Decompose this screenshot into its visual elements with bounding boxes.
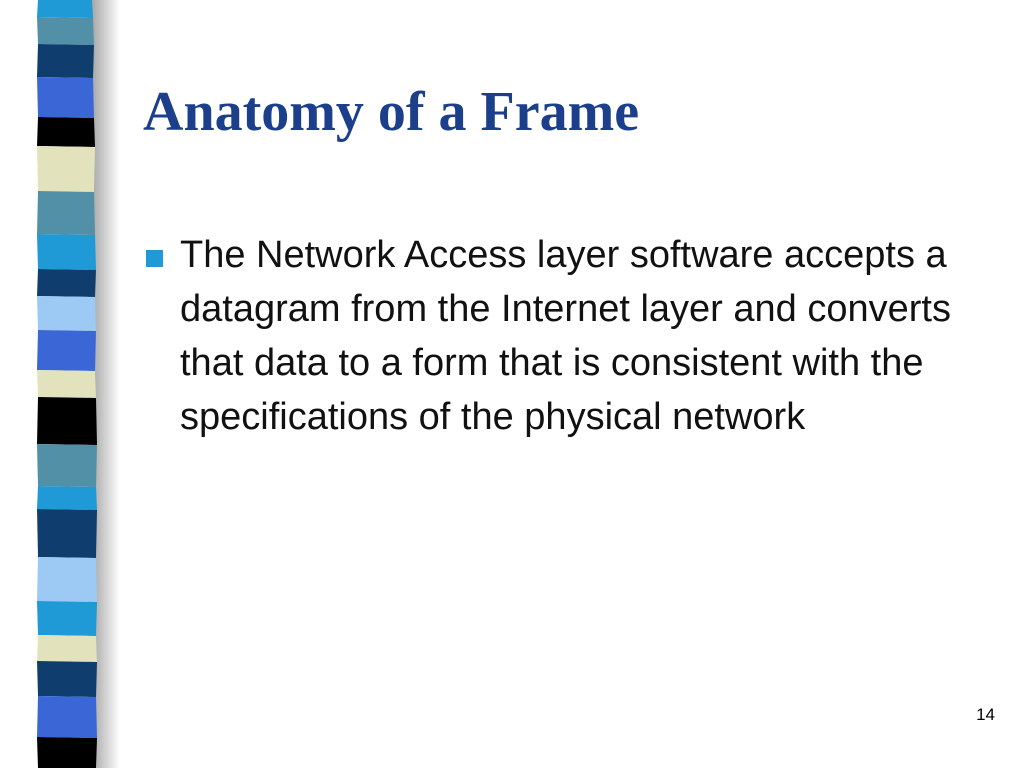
bullet-text: The Network Access layer software accept…: [180, 234, 951, 438]
decorative-strip: [37, 0, 120, 768]
bullet-list: The Network Access layer software accept…: [143, 228, 993, 444]
page-number: 14: [976, 705, 995, 724]
list-item: The Network Access layer software accept…: [143, 228, 993, 444]
square-bullet-icon: [146, 250, 163, 267]
slide-title: Anatomy of a Frame: [143, 81, 640, 143]
